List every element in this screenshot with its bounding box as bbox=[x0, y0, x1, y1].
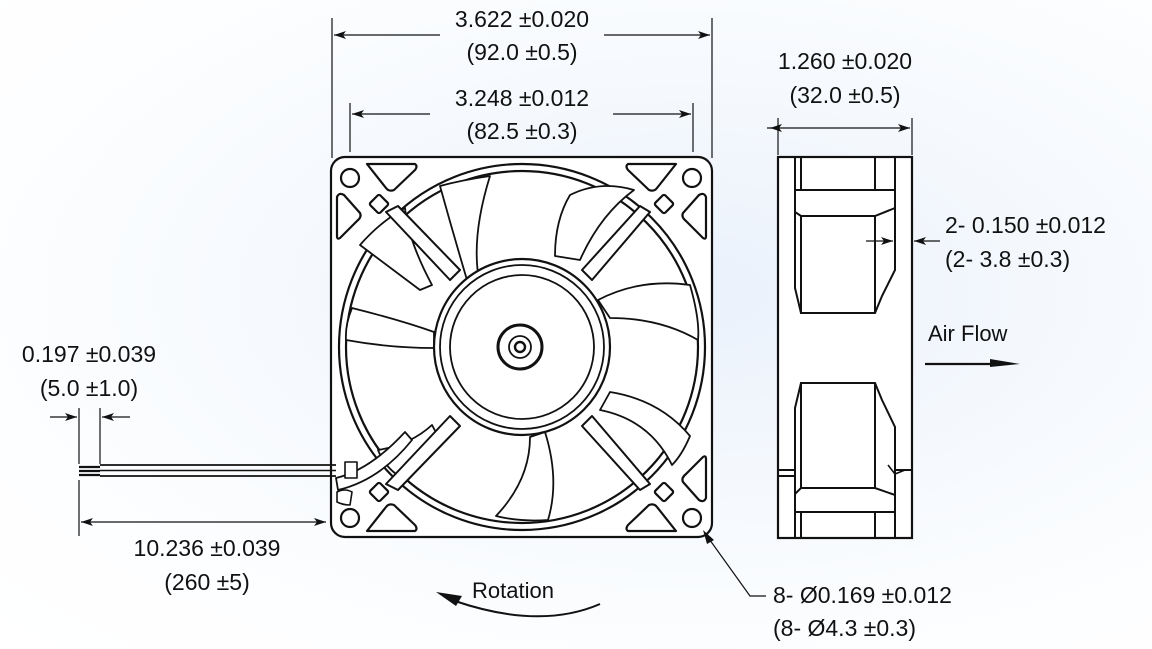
hub-inner bbox=[449, 274, 595, 420]
lead-strip-mm: (5.0 ±1.0) bbox=[39, 375, 139, 401]
air-flow-arrow bbox=[925, 359, 1020, 367]
mount-hole-tr bbox=[681, 167, 703, 189]
mount-holes-inch: 8- Ø0.169 ±0.012 bbox=[773, 582, 952, 608]
hole-spacing-inch: 3.248 ±0.012 bbox=[454, 85, 590, 111]
bearing bbox=[496, 323, 544, 371]
rotation-arrow bbox=[436, 592, 601, 618]
lead-length-inch: 10.236 ±0.039 bbox=[133, 535, 281, 561]
mount-holes-mm: (8- Ø4.3 ±0.3) bbox=[773, 615, 917, 641]
flange-thickness-inch: 2- 0.150 ±0.012 bbox=[945, 212, 1106, 238]
mount-hole-bl bbox=[339, 507, 361, 529]
depth-dimension bbox=[767, 118, 913, 155]
air-flow-label: Air Flow bbox=[928, 321, 1008, 346]
fan-side-view bbox=[776, 155, 914, 540]
depth-inch: 1.260 ±0.020 bbox=[777, 48, 913, 74]
lead-strip-dimension bbox=[50, 408, 130, 464]
overall-width-mm: (92.0 ±0.5) bbox=[466, 39, 578, 65]
lead-wires bbox=[79, 464, 336, 477]
lead-strip-inch: 0.197 ±0.039 bbox=[21, 341, 157, 367]
overall-width-inch: 3.622 ±0.020 bbox=[454, 6, 590, 32]
depth-mm: (32.0 ±0.5) bbox=[789, 82, 901, 108]
rotation-label: Rotation bbox=[472, 578, 554, 603]
flange-thickness-mm: (2- 3.8 ±0.3) bbox=[945, 246, 1071, 272]
hole-spacing-dimension bbox=[349, 103, 694, 152]
lead-length-mm: (260 ±5) bbox=[164, 569, 250, 595]
hole-spacing-mm: (82.5 ±0.3) bbox=[466, 118, 578, 144]
mount-hole-br bbox=[681, 507, 703, 529]
fan-front-view bbox=[329, 155, 714, 539]
lead-length-dimension bbox=[78, 480, 326, 536]
mount-hole-tl bbox=[339, 167, 361, 189]
overall-width-dimension bbox=[331, 18, 713, 158]
mount-hole-leader bbox=[703, 530, 766, 597]
